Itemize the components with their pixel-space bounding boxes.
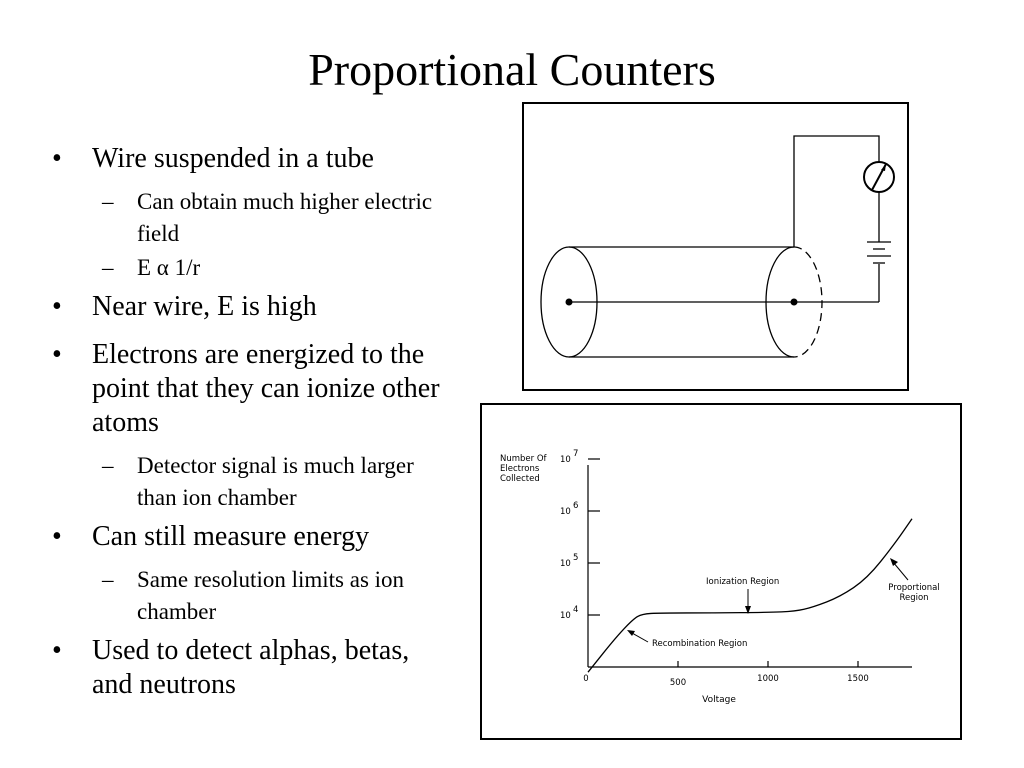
- annotation-arrow-proportional: [892, 561, 909, 581]
- bullet-item: • Used to detect alphas, betas, and neut…: [52, 634, 452, 702]
- sub-bullet-marker: –: [102, 255, 114, 280]
- sub-bullet-text: Detector signal is much larger than ion …: [137, 453, 414, 510]
- sub-bullet-marker: –: [102, 567, 114, 592]
- bullet-item: • Can still measure energy: [52, 520, 452, 554]
- y-axis-label-line-1: Number Of: [500, 454, 548, 464]
- x-tick-label: 1500: [847, 674, 869, 684]
- sub-bullet-marker: –: [102, 453, 114, 478]
- bullet-marker: •: [52, 143, 62, 174]
- bullet-text: Can still measure energy: [92, 521, 370, 552]
- annotation-arrow-recombination: [631, 632, 649, 643]
- meter-icon: [863, 161, 895, 193]
- y-axis-label-line-2: Electrons: [500, 464, 540, 474]
- y-tick-label: 10: [560, 559, 571, 569]
- x-axis-label: Voltage: [702, 695, 736, 705]
- annotation-recombination-region: Recombination Region: [652, 639, 747, 649]
- annotation-arrowhead-recombination: [627, 630, 635, 636]
- y-tick-label: 10: [560, 507, 571, 517]
- slide-title: Proportional Counters: [308, 44, 716, 95]
- bullet-item: • Near wire, E is high: [52, 290, 452, 324]
- y-tick-exponent: 7: [573, 449, 578, 459]
- bullet-list: • Wire suspended in a tube – Can obtain …: [52, 142, 452, 716]
- sub-bullet-marker: –: [102, 189, 114, 214]
- annotation-proportional-region-line-1: Proportional: [888, 583, 939, 593]
- y-tick-exponent: 6: [573, 501, 578, 511]
- bullet-text: Electrons are energized to the point tha…: [92, 339, 440, 438]
- sub-bullet-item: – Same resolution limits as ion chamber: [52, 564, 452, 628]
- bullet-text: Near wire, E is high: [92, 291, 317, 322]
- circuit-wire-top: [793, 135, 880, 247]
- sub-bullet-item: – Can obtain much higher electric field: [52, 186, 452, 250]
- bullet-item: • Electrons are energized to the point t…: [52, 338, 452, 440]
- x-tick-label: 1000: [757, 674, 779, 684]
- annotation-arrowhead-proportional: [890, 558, 898, 566]
- bullet-marker: •: [52, 291, 62, 322]
- bullet-marker: •: [52, 635, 62, 666]
- electrons-vs-voltage-chart: Number Of Electrons Collected Voltage 10…: [500, 449, 940, 705]
- wire-end-dot-right: [790, 298, 798, 306]
- sub-bullet-item: – Detector signal is much larger than io…: [52, 450, 452, 514]
- x-tick-label: 500: [670, 678, 686, 688]
- y-tick-exponent: 5: [573, 553, 578, 563]
- wire-end-dot-left: [565, 298, 573, 306]
- x-tick-label: 0: [583, 674, 588, 684]
- sub-bullet-item: – E α 1/r: [52, 252, 452, 284]
- bullet-marker: •: [52, 521, 62, 552]
- bullet-text: Used to detect alphas, betas, and neutro…: [92, 635, 410, 700]
- series-line: [587, 518, 913, 673]
- sub-bullet-text: E α 1/r: [137, 255, 201, 280]
- bullet-marker: •: [52, 339, 62, 370]
- annotation-arrowhead-ionization: [745, 606, 751, 614]
- sub-bullet-text: Can obtain much higher electric field: [137, 189, 433, 246]
- sub-bullet-text: Same resolution limits as ion chamber: [137, 567, 405, 624]
- detector-diagram: [540, 135, 895, 358]
- y-tick-label: 10: [560, 455, 571, 465]
- annotation-proportional-region-line-2: Region: [899, 593, 928, 603]
- chart-axes: [587, 465, 912, 668]
- y-tick-label: 10: [560, 611, 571, 621]
- bullet-text: Wire suspended in a tube: [92, 143, 374, 174]
- detector-diagram-panel: [522, 102, 909, 391]
- x-ticks: 0 500 1000 1500: [583, 661, 869, 688]
- chart-panel: Number Of Electrons Collected Voltage 10…: [480, 403, 962, 740]
- meter-needle-tip: [881, 164, 886, 171]
- battery-icon: [867, 241, 891, 264]
- y-tick-exponent: 4: [573, 605, 578, 615]
- bullet-item: • Wire suspended in a tube: [52, 142, 452, 176]
- annotation-ionization-region: Ionization Region: [706, 577, 779, 587]
- y-axis-label-line-3: Collected: [500, 474, 540, 484]
